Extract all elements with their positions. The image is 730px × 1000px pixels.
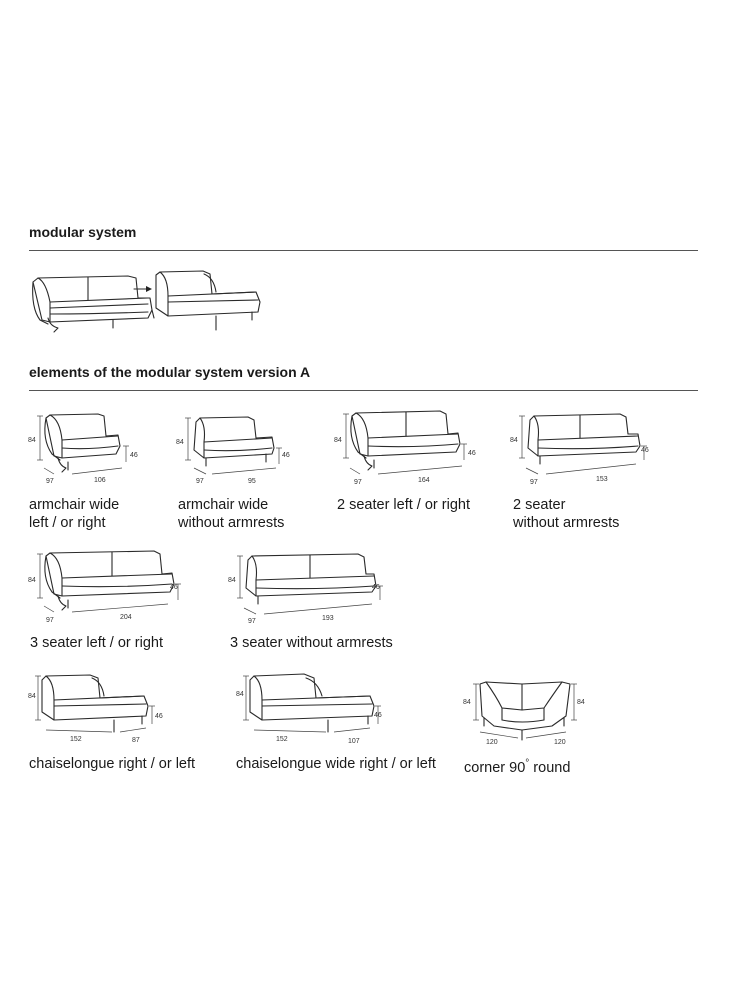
section-title-modular-system: modular system (29, 224, 137, 240)
dim-depth: 97 (46, 478, 54, 485)
dim-length: 152 (276, 736, 288, 743)
dim-depth: 97 (530, 479, 538, 486)
divider (29, 390, 698, 391)
dim-height: 84 (236, 691, 244, 698)
dim-height: 84 (228, 577, 236, 584)
dim-height: 84 (176, 439, 184, 446)
dim-width: 153 (596, 476, 608, 483)
dim-height: 84 (334, 437, 342, 444)
caption-line: without armrests (513, 515, 620, 531)
degree-sign: ° (525, 758, 530, 769)
dim-width: 107 (348, 738, 360, 745)
item-two-seater-no-arms: 84 46 97 153 (510, 408, 660, 490)
dim-depth: 97 (46, 617, 54, 624)
item-armchair-wide-no-arms: 84 46 97 95 (176, 410, 306, 490)
dim-seat-height: 46 (282, 452, 290, 459)
caption-line: chaiselongue right / or left (29, 756, 196, 772)
item-caption: 3 seater left / or right (30, 634, 163, 652)
caption-line: armchair wide (29, 497, 120, 513)
dim-depth: 97 (354, 479, 362, 486)
item-caption: chaiselongue wide right / or left (236, 755, 436, 773)
caption-text: corner 90 (464, 760, 526, 776)
item-caption: corner 90° round (464, 755, 570, 777)
caption-line: corner 90° round (464, 755, 570, 777)
divider (29, 250, 698, 251)
item-caption: armchair wide left / or right (29, 496, 119, 532)
modular-sofa-drawing (32, 275, 155, 333)
dim-seat-height: 46 (155, 713, 163, 720)
dim-height: 84 (28, 437, 36, 444)
dim-depth: 97 (196, 478, 204, 485)
dim-seat-height: 46 (372, 584, 380, 591)
dim-seat-height: 46 (170, 584, 178, 591)
dim-left: 120 (486, 739, 498, 746)
dim-seat-height: 46 (641, 447, 649, 454)
caption-line: armchair wide (178, 497, 269, 513)
dim-height: 84 (510, 437, 518, 444)
modular-system-illustration (28, 268, 268, 338)
dim-height: 84 (28, 577, 36, 584)
dim-seat-height: 46 (130, 452, 138, 459)
dim-length: 152 (70, 736, 82, 743)
dim-width: 106 (94, 477, 106, 484)
section-title-elements: elements of the modular system version A (29, 364, 311, 380)
dim-width: 164 (418, 477, 430, 484)
dim-seat-height: 46 (468, 450, 476, 457)
item-corner-90-round: 84 84 120 120 (462, 676, 592, 750)
caption-line: 3 seater without armrests (230, 635, 393, 651)
item-three-seater-lr: 84 46 97 204 (28, 548, 198, 628)
dim-width: 204 (120, 614, 132, 621)
item-caption: 3 seater without armrests (230, 634, 393, 652)
dim-height-left: 84 (463, 699, 471, 706)
caption-line: without armrests (178, 515, 285, 531)
item-caption: armchair wide without armrests (178, 496, 284, 532)
dim-width: 95 (248, 478, 256, 485)
caption-line: 2 seater left / or right (337, 497, 470, 513)
item-two-seater-lr: 84 46 97 164 (334, 408, 484, 490)
caption-text: round (533, 760, 571, 776)
item-caption: 2 seater without armrests (513, 496, 619, 532)
item-caption: chaiselongue right / or left (29, 755, 195, 773)
dim-seat-height: 46 (374, 712, 382, 719)
modular-chaiselongue-drawing (155, 270, 261, 331)
item-chaiselongue: 84 46 152 87 (28, 670, 178, 750)
dim-right: 120 (554, 739, 566, 746)
item-armchair-wide: 84 46 97 106 (28, 410, 168, 490)
item-caption: 2 seater left / or right (337, 496, 470, 514)
dim-height-right: 84 (577, 699, 585, 706)
item-chaiselongue-wide: 84 46 152 107 (234, 670, 394, 750)
dim-height: 84 (28, 693, 36, 700)
caption-line: 2 seater (513, 497, 566, 513)
caption-line: chaiselongue wide right / or left (236, 756, 436, 772)
dim-depth: 97 (248, 618, 256, 625)
caption-line: left / or right (29, 515, 106, 531)
dim-width: 87 (132, 737, 140, 744)
caption-line: 3 seater left / or right (30, 635, 163, 651)
dim-width: 193 (322, 615, 334, 622)
item-three-seater-no-arms: 84 46 97 193 (228, 548, 398, 628)
